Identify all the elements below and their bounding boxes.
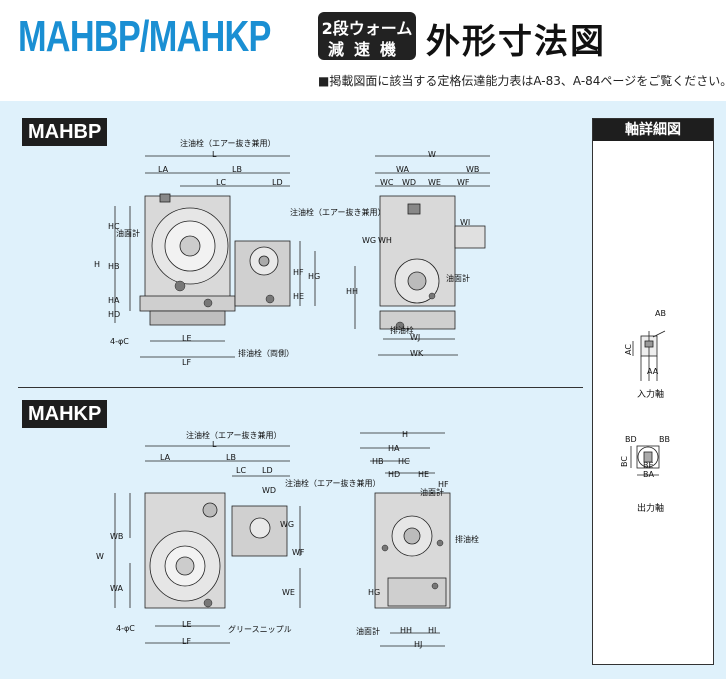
mahbp-dim-HH: HH [346, 287, 359, 296]
shaft-label-BB: BB [659, 435, 670, 444]
shaft-label-AB: AB [655, 309, 666, 318]
mahbp-dim-HE: HE [293, 292, 305, 301]
mahbp-dim-L: L [212, 150, 217, 159]
mahbp-dim-W: W [428, 150, 436, 159]
shaft-detail-column: 軸詳細図 AB AC AA 入力軸 BD BB BC BE BA 出力軸 [592, 118, 714, 665]
mahkp-label-drain: 排油栓 [455, 535, 479, 544]
shaft-label-BC: BC [619, 456, 629, 467]
shaft-label-AA: AA [647, 367, 659, 376]
mahbp-dim-HD: HD [108, 310, 121, 319]
mahbp-label-gauge: 油面計 [116, 229, 140, 238]
mahkp-dim-HG: HG [368, 588, 381, 597]
mahbp-dim-LF: LF [182, 358, 192, 367]
mahkp-dim-HC: HC [398, 457, 410, 466]
mahkp-dim-HI: HI [428, 626, 437, 635]
input-shaft-label: 入力軸 [637, 390, 665, 400]
mahbp-drawing [114, 155, 490, 358]
input-shaft-drawing [632, 330, 666, 381]
mahbp-label-gauge-side: 油面計 [446, 274, 470, 283]
mahbp-dim-WK: WK [410, 349, 424, 358]
mahbp-dim-HC: HC [108, 222, 120, 231]
mahkp-dim-LC: LC [236, 466, 247, 475]
output-shaft-label: 出力軸 [637, 504, 665, 514]
mahkp-dim-W: W [96, 552, 104, 561]
output-shaft-drawing [630, 445, 660, 476]
page-title: 外形寸法図 [426, 22, 606, 62]
shaft-detail-drawings [630, 330, 666, 476]
mahkp-dim-LE: LE [182, 620, 192, 629]
mahbp-dim-LA: LA [158, 165, 169, 174]
mahbp-dim-HB: HB [108, 262, 120, 271]
mahkp-drawing [114, 432, 451, 647]
mahbp-dim-WD: WD [402, 178, 417, 187]
type-badge: 2段ウォーム 減速機 [318, 12, 416, 60]
mahkp-dim-HJ: HJ [414, 640, 423, 649]
mahkp-dim-H: H [402, 430, 409, 439]
shaft-label-AC: AC [623, 344, 633, 355]
mahkp-dim-LA: LA [160, 453, 171, 462]
reference-note: ■掲載図面に該当する定格伝達能力表はA-83、A-84ページをご覧ください。 [318, 74, 726, 88]
shaft-label-BE: BE [643, 461, 654, 470]
mahbp-dim-HF: HF [293, 268, 304, 277]
mahkp-dim-L: L [212, 440, 217, 449]
mahbp-label-oil-fill-side: 注油栓（エアー抜き兼用） [290, 208, 386, 217]
mahbp-dim-H: H [94, 260, 101, 269]
mahkp-dim-HB: HB [372, 457, 384, 466]
mahkp-dim-WB: WB [110, 532, 124, 541]
mahbp-dim-LD: LD [272, 178, 283, 187]
type-badge-line1: 2段ウォーム [321, 19, 413, 38]
mahbp-dim-WA: WA [396, 165, 409, 174]
mahbp-dim-WJ: WJ [410, 333, 421, 342]
mahbp-dim-WG: WG [362, 236, 377, 245]
mahbp-label-drain-side: 排油栓 [390, 326, 414, 335]
mahbp-dim-LB: LB [232, 165, 242, 174]
mahbp-dim-WE: WE [428, 178, 441, 187]
mahkp-dim-WD: WD [262, 486, 277, 495]
mahkp-dim-LD: LD [262, 466, 273, 475]
mahkp-label-oil-fill-side: 注油栓（エアー抜き兼用） [285, 479, 381, 488]
mahkp-dim-HF: HF [438, 480, 449, 489]
mahbp-dim-WF: WF [457, 178, 470, 187]
mahkp-dim-HA: HA [388, 444, 400, 453]
mahbp-dim-LE: LE [182, 334, 192, 343]
section-tag-mahbp: MAHBP [22, 118, 108, 146]
mahkp-label-grease: グリースニップル [228, 625, 292, 634]
mahbp-dim-WH: WH [378, 236, 392, 245]
mahkp-label-oil-fill: 注油栓（エアー抜き兼用） [186, 431, 282, 440]
shaft-label-BD: BD [625, 435, 637, 444]
mahkp-dim-WF: WF [292, 548, 305, 557]
mahkp-label-gauge-bottom: 油面計 [356, 627, 380, 636]
shaft-label-BA: BA [643, 470, 654, 479]
mahbp-dim-WC: WC [380, 178, 394, 187]
mahbp-dim-HA: HA [108, 296, 120, 305]
mahkp-dim-WG: WG [280, 520, 295, 529]
mahbp-label-oil-fill: 注油栓（エアー抜き兼用） [180, 139, 276, 148]
mahkp-dim-HE: HE [418, 470, 430, 479]
mahkp-dim-HH: HH [400, 626, 413, 635]
type-badge-line2: 減速機 [327, 40, 406, 59]
mahbp-label-drain: 排油栓（両側） [238, 349, 294, 358]
mahbp-dim-LC: LC [216, 178, 227, 187]
mahkp-dim-LF: LF [182, 637, 192, 646]
mahkp-dim-WA: WA [110, 584, 123, 593]
mahkp-dim-LB: LB [226, 453, 236, 462]
section-divider [18, 387, 583, 388]
mahkp-label-gauge: 油面計 [420, 488, 444, 497]
mahkp-dim-WE: WE [282, 588, 295, 597]
mahkp-label-hole: 4-φC [116, 624, 135, 633]
section-tag-mahkp: MAHKP [22, 400, 108, 428]
product-title: MAHBP/MAHKP [18, 12, 271, 61]
mahbp-dim-WI: WI [460, 218, 471, 227]
mahbp-dim-HG: HG [308, 272, 321, 281]
mahkp-dim-HD: HD [388, 470, 401, 479]
shaft-detail-header: 軸詳細図 [593, 119, 713, 141]
mahbp-label-hole: 4-φC [110, 337, 129, 346]
mahbp-dim-WB: WB [466, 165, 480, 174]
